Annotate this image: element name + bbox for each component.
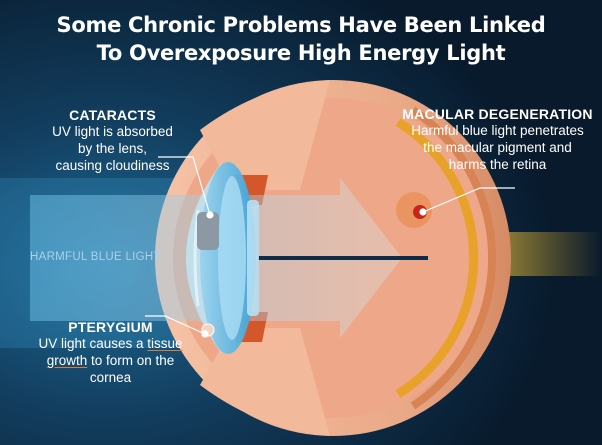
macular-text-1: Harmful blue light penetrates [411,123,584,138]
pterygium-leader-dot [201,330,209,338]
harmful-blue-light-label: HARMFUL BLUE LIGHT [30,251,161,263]
macular-leader-dot [419,208,427,216]
pterygium-text-1b: tissue [147,336,183,351]
macular-leader-line [422,187,515,213]
pterygium-text-2: growth to form on the [18,352,203,369]
pterygium-text-3: cornea [89,370,132,385]
pterygium-callout: PTERYGIUM UV light causes a tissue growt… [18,319,203,386]
macular-text-3: harms the retina [448,157,547,172]
cataracts-text-1: UV light is absorbed [52,124,173,139]
cataract-leader-line [158,156,211,216]
pterygium-leader-line [145,315,206,335]
cataracts-callout: CATARACTS UV light is absorbed by the le… [30,107,195,174]
retina-band [395,118,479,398]
cataract-leader-dot [206,211,214,219]
pterygium-text-1a: UV light causes a [38,336,148,351]
upper-eyelid [200,80,330,190]
lower-eyelid [200,328,330,436]
title-line-2: To Overexposure High Energy Light [96,41,506,65]
pterygium-text-1: UV light causes a tissue [18,335,203,352]
macular-callout: MACULAR DEGENERATION Harmful blue light … [395,106,600,173]
macular-heading: MACULAR DEGENERATION [402,106,593,122]
cataracts-text-2: by the lens, [77,141,148,156]
pterygium-text-2b: to form on the [87,353,175,368]
cataract-spot [197,212,219,250]
cataracts-heading: CATARACTS [69,107,156,123]
title-line-1: Some Chronic Problems Have Been Linked [56,13,546,37]
pterygium-heading: PTERYGIUM [68,319,153,335]
macular-text-2: the macular pigment and [423,140,572,155]
cataracts-text-3: causing cloudiness [55,158,170,173]
sclera-rim [410,106,497,410]
pterygium-text-2a: growth [46,353,88,368]
cornea-and-lens [186,162,259,354]
